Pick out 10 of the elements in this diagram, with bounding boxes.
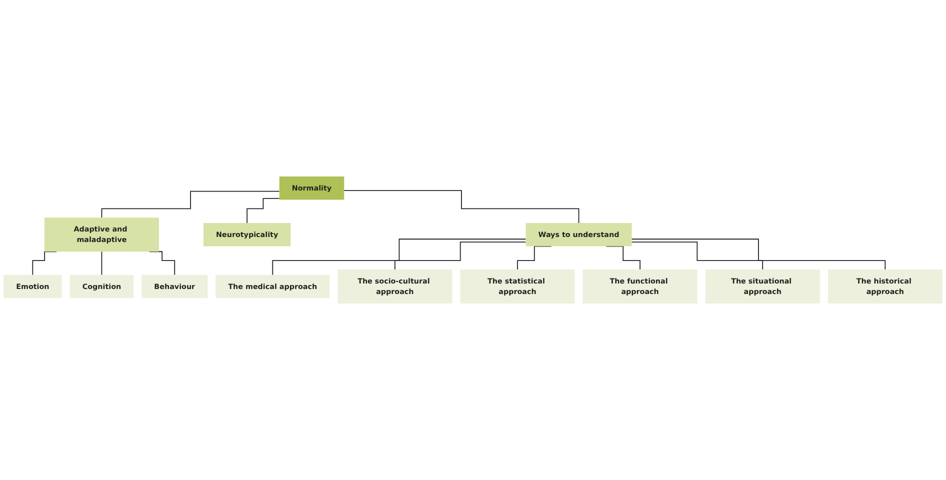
connector — [246, 198, 280, 224]
connector — [344, 190, 580, 224]
connector — [101, 190, 280, 218]
connector — [149, 251, 176, 276]
connector — [394, 242, 526, 270]
connector — [631, 242, 764, 270]
connector — [631, 238, 886, 270]
connector — [272, 238, 526, 276]
connector — [101, 251, 102, 276]
connector — [32, 251, 57, 276]
